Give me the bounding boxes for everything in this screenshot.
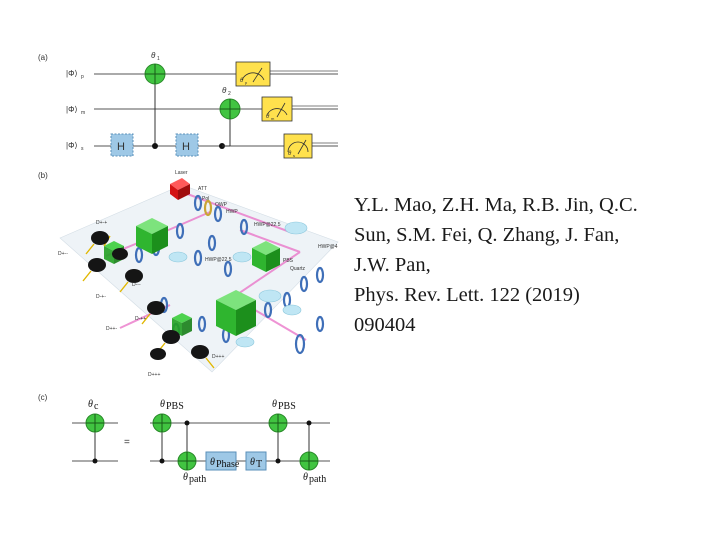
component-label: QWP [215, 202, 228, 208]
detector-label: D+++ [212, 354, 224, 360]
detectors [82, 231, 215, 369]
svg-text:θ: θ [222, 86, 227, 95]
controlled-gate-left: θ c [72, 399, 118, 464]
svg-text:θ: θ [151, 51, 156, 60]
detector-label: D+-+ [96, 220, 107, 226]
qubit-label-m: |Φ⟩ m [66, 105, 85, 116]
component-label: HWP@4 [318, 244, 338, 250]
component-label: ATT [198, 186, 207, 192]
component-label: HWP@22.5 [205, 257, 232, 263]
panel-label-b: (b) [38, 171, 48, 180]
component-label: PBS [283, 258, 294, 264]
svg-text:|Φ⟩: |Φ⟩ [66, 69, 78, 78]
svg-text:p: p [245, 80, 248, 85]
controlled-gate-1: θ 1 [144, 51, 166, 149]
laser-source: Laser [170, 170, 190, 200]
svg-text:p: p [81, 74, 84, 80]
controlled-gate-2: θ 2 [219, 86, 241, 149]
svg-text:Phase: Phase [216, 459, 240, 470]
svg-text:s: s [293, 153, 295, 158]
component-label: HWP@22.5 [254, 222, 281, 228]
svg-text:s: s [81, 146, 84, 152]
detector-label: D++- [106, 326, 117, 332]
component-label: Quartz [290, 266, 306, 272]
meter-s: θ s [283, 133, 313, 159]
svg-text:H: H [117, 141, 125, 153]
svg-text:Laser: Laser [175, 170, 188, 176]
meter-p: θ p [235, 61, 271, 87]
svg-text:θ: θ [210, 457, 215, 468]
svg-text:path: path [309, 474, 326, 485]
panel-label-c: (c) [38, 393, 48, 402]
citation-line: 090404 [354, 314, 416, 336]
optical-setup: Laser ATT Pol QWP HWP HWP@22.5 HWP@22.5 … [58, 170, 339, 378]
detector-label: D-++ [135, 316, 146, 322]
detector-label: D+++ [148, 372, 160, 378]
citation-line: Phys. Rev. Lett. 122 (2019) [354, 284, 580, 306]
detector-label: D-+- [96, 294, 106, 300]
svg-text:m: m [81, 110, 85, 116]
pbs-cube-2 [252, 241, 280, 272]
svg-text:PBS: PBS [166, 401, 184, 412]
svg-text:θ: θ [266, 114, 270, 120]
svg-text:T: T [256, 459, 262, 470]
svg-text:θ: θ [183, 472, 188, 483]
svg-text:θ: θ [88, 399, 93, 410]
citation-line: Y.L. Mao, Z.H. Ma, R.B. Jin, Q.C. [354, 194, 638, 216]
component-label: HWP [226, 209, 238, 215]
svg-text:|Φ⟩: |Φ⟩ [66, 105, 78, 114]
svg-text:1: 1 [157, 56, 160, 62]
meter-m: θ m [261, 96, 293, 122]
svg-text:θ: θ [272, 399, 277, 410]
svg-text:θ: θ [303, 472, 308, 483]
detector-label: D+-- [58, 251, 68, 257]
svg-text:|Φ⟩: |Φ⟩ [66, 141, 78, 150]
citation-line: Sun, S.M. Fei, Q. Zhang, J. Fan, [354, 224, 620, 246]
citation-line: J.W. Pan, [354, 254, 431, 276]
svg-text:m: m [271, 116, 275, 121]
qubit-label-p: |Φ⟩ p [66, 69, 84, 80]
detector-label: D--- [132, 282, 141, 288]
qubit-label-s: |Φ⟩ s [66, 141, 84, 152]
svg-text:PBS: PBS [278, 401, 296, 412]
h-gate-2: H [175, 133, 199, 157]
svg-text:2: 2 [228, 91, 231, 97]
svg-text:θ: θ [160, 399, 165, 410]
decomposed-circuit: θ PBS θ path θ Phase θ T θ PBS θ path [150, 399, 330, 485]
circuit-figure: (a) |Φ⟩ p |Φ⟩ m |Φ⟩ s H H θ 1 [38, 51, 339, 485]
svg-text:θ: θ [250, 457, 255, 468]
svg-text:θ: θ [240, 78, 244, 84]
h-gate-1: H [110, 133, 134, 157]
svg-text:θ: θ [288, 151, 292, 157]
svg-text:path: path [189, 474, 206, 485]
svg-text:c: c [94, 401, 99, 412]
pbs-cube-3 [216, 290, 256, 336]
panel-label-a: (a) [38, 53, 48, 62]
equals-sign: = [124, 437, 130, 448]
citation-text: Y.L. Mao, Z.H. Ma, R.B. Jin, Q.C. Sun, S… [354, 190, 714, 340]
svg-text:H: H [182, 141, 190, 153]
component-label: Pol [202, 196, 209, 202]
pbs-cube-1 [136, 218, 168, 254]
